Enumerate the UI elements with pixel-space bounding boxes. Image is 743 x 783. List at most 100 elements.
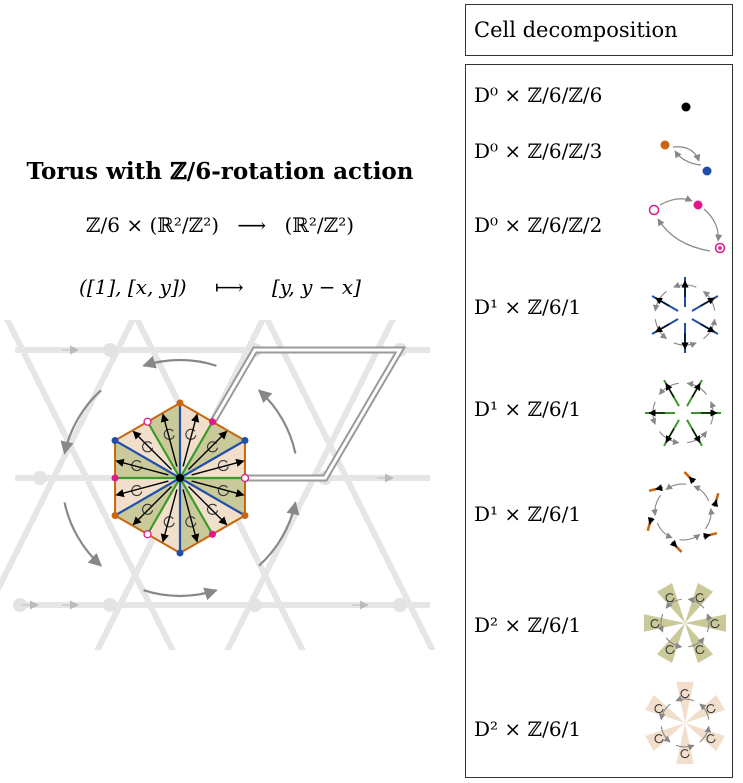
lattice-line [264,320,436,650]
blue-edge [114,477,181,517]
edge-direction [700,297,716,307]
face-orientation-mark [185,428,197,440]
rotation-arrow [258,501,300,567]
rule-arrow: ⟼ [214,275,244,299]
lattice-line [0,320,136,592]
rule-input: ([1], [x, y]) [79,275,187,299]
two-point-orbit-icon [660,140,712,176]
green-edge [146,421,181,479]
green-edge [179,477,214,535]
action-map-formula: ℤ/6 × (ℝ²/ℤ²) ⟶ (ℝ²/ℤ²) [0,213,440,237]
radial-arrow [182,413,200,467]
radial-arrow [191,458,245,476]
green-edge [146,477,181,535]
blue-edge [114,439,181,479]
edge-direction [691,382,701,398]
face-orientation-mark [695,645,705,655]
cell-label: D² × ℤ/6/1 [474,613,582,637]
rule-output: [y, y − x] [271,275,361,299]
rotation-arrow [142,355,217,369]
edge-direction [654,323,670,333]
orbit-arrow [651,494,662,517]
map-arrow: ⟶ [237,213,267,237]
orbit-arrow [706,613,713,633]
cell-label: D⁰ × ℤ/6/ℤ/3 [474,139,603,163]
cell-decomposition-list: D⁰ × ℤ/6/ℤ/6 D⁰ × ℤ/6/ℤ/3 D⁰ × ℤ/6/ℤ/2 D… [465,64,733,778]
fundamental-inner [177,348,403,480]
green-edge-orbit-icon [645,379,721,447]
cell-label: D⁰ × ℤ/6/ℤ/2 [474,213,603,237]
hexagon-vertex [111,437,119,444]
hexagon-vertex [111,512,119,519]
orbit-arrow [675,695,695,702]
face-orientation-mark [142,441,154,453]
orbit-arrow [688,637,705,648]
orbit-arrow [699,703,710,720]
green-edge [179,421,214,479]
orbit-arrow [656,522,673,539]
hexagon-vertex [176,549,184,557]
edge-direction [700,323,716,333]
cell-label: D¹ × ℤ/6/1 [474,502,582,526]
orbit-arrow [665,483,687,491]
lattice-vertex [248,598,262,612]
cell-label: D⁰ × ℤ/6/ℤ/6 [474,83,603,107]
radial-arrow [160,413,178,467]
edge-midpoint [143,417,152,426]
blue-edge [179,439,246,479]
rotation-arrow [143,587,218,601]
orbit-face [685,614,727,632]
face-orientation-mark [654,704,664,714]
blue-edge [179,477,246,517]
orbit-face [643,614,685,632]
lattice-vertex [103,343,117,357]
orbit-arrow [687,596,705,609]
radial-arrow [182,489,200,543]
hexagon-vertex [241,437,249,444]
center-fixed-point [176,474,184,482]
three-point-orbit-icon [648,195,726,254]
orbit-arrow [679,533,701,541]
cell-label: D² × ℤ/6/1 [474,717,582,741]
face-orientation-mark [131,460,143,472]
hexagon-vertex [176,399,184,407]
rotation-arrow [60,389,102,455]
face-orientation-mark [654,734,664,744]
boundary-direction [669,539,678,548]
face-orientation-mark [163,428,175,440]
edge-direction [654,297,670,307]
radial-arrow [132,430,173,471]
radial-arrow [160,489,178,543]
fixed-point-icon [681,102,691,112]
face-orientation-mark [706,734,716,744]
orbit-face [676,681,694,723]
radial-arrow [187,430,228,471]
face-orientation-mark [706,704,716,714]
face-orientation-mark [142,503,154,515]
face-triangle [180,478,213,553]
boundary-direction [647,516,655,525]
face-orientation-mark [131,485,143,497]
face-orientation-mark [710,619,720,629]
face-orientation-mark [185,516,197,528]
radial-arrow [115,458,169,476]
legend-title: Cell decomposition [465,4,733,56]
hexagon-cells [111,399,250,557]
face-orientation-mark [680,689,690,699]
face-orientation-mark [217,460,229,472]
face-orientation-mark [665,593,675,603]
radial-arrow [132,485,173,526]
face-orientation-mark [680,749,690,759]
face-orientation-mark [217,485,229,497]
fundamental-domain [173,346,407,482]
action-rule-formula: ([1], [x, y]) ⟼ [y, y − x] [0,275,440,299]
orbit-arrow [665,598,682,609]
lattice-vertex [393,598,407,612]
face-triangle [147,478,180,553]
edge-direction [691,428,701,444]
orbit-arrow [660,726,671,743]
face-orientation-mark [695,593,705,603]
edge-midpoint [111,474,119,482]
edge-midpoint [143,530,152,539]
face-orientation-mark [207,441,219,453]
